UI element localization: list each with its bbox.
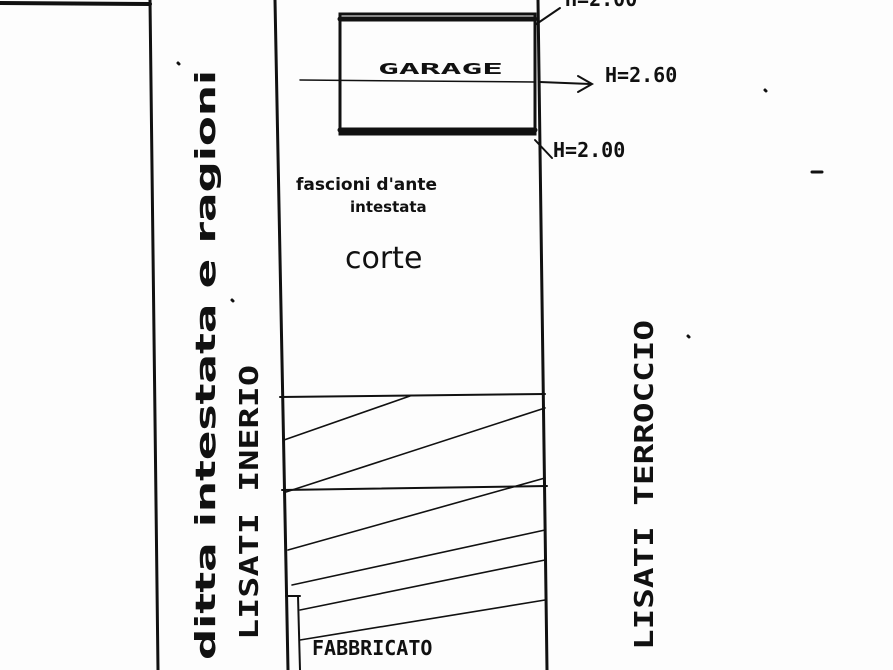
strip-left-wall bbox=[273, 0, 290, 670]
arrow-h-top bbox=[534, 7, 561, 26]
top-left-boundary bbox=[0, 1, 152, 6]
height-label-mid: H=2.60 bbox=[605, 63, 677, 87]
corte-label: corte bbox=[345, 241, 422, 276]
garage-axis bbox=[299, 79, 536, 83]
garage-outline bbox=[338, 12, 537, 136]
height-label-bottom: H=2.00 bbox=[553, 138, 625, 162]
fasci-label-line1: fascioni d'ante bbox=[296, 175, 437, 195]
left-vertical-text-1: ditta intestata e ragioni bbox=[189, 70, 222, 660]
fabbricato-top-line bbox=[279, 393, 546, 398]
fabbricato-label: FABBRICATO bbox=[312, 636, 432, 660]
strip-right-wall bbox=[536, 0, 549, 670]
arrow-h-mid bbox=[539, 81, 591, 85]
height-label-top: H=2.00 bbox=[565, 0, 637, 11]
fabbricato-mid-line bbox=[281, 485, 548, 491]
garage-label: GARAGE bbox=[378, 60, 503, 78]
left-vertical-text-2: LISATI INERIO bbox=[235, 365, 265, 640]
hatching bbox=[283, 395, 546, 641]
left-boundary-line bbox=[148, 0, 160, 670]
fasci-label-line2: intestata bbox=[350, 198, 427, 216]
arrow-h-mid-head bbox=[577, 75, 595, 93]
specks bbox=[176, 61, 824, 339]
fabbricato-inner-left bbox=[297, 595, 301, 670]
arrow-h-bottom bbox=[534, 139, 553, 159]
right-vertical-text: LISATI TERROCCIO bbox=[630, 320, 660, 650]
